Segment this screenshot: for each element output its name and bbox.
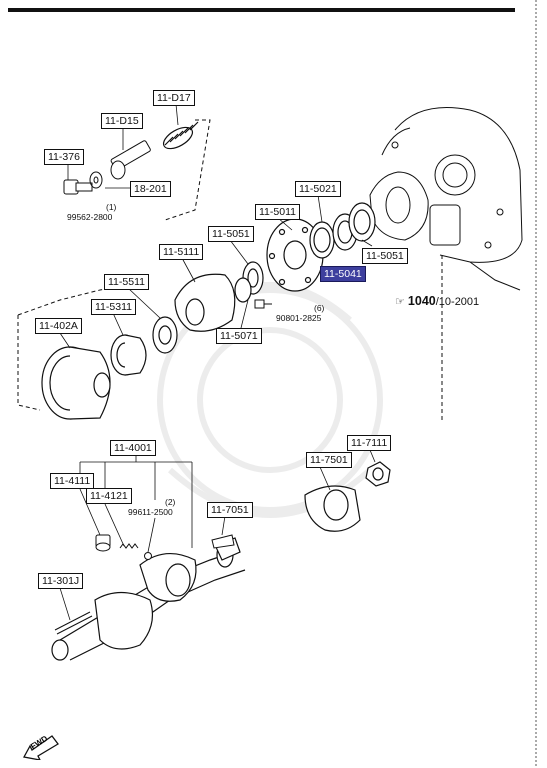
label-11-5041-highlighted[interactable]: 11-5041 bbox=[320, 266, 366, 282]
label-18-201[interactable]: 18-201 bbox=[130, 181, 171, 197]
label-11-5111[interactable]: 11-5111 bbox=[159, 244, 204, 260]
drive-dash-box bbox=[164, 119, 211, 221]
label-11-4001[interactable]: 11-4001 bbox=[110, 440, 156, 456]
crankshaft bbox=[51, 537, 246, 661]
label-11-d15[interactable]: 11-D15 bbox=[101, 113, 143, 129]
part-99562-2800: 99562-2800 bbox=[67, 212, 113, 222]
counterweight-7501 bbox=[304, 485, 361, 532]
label-11-4111[interactable]: 11-4111 bbox=[50, 473, 95, 489]
top-rule bbox=[8, 8, 515, 12]
gear-5511 bbox=[152, 316, 178, 354]
qty-note-1: (1) bbox=[106, 202, 117, 212]
label-11-4121[interactable]: 11-4121 bbox=[86, 488, 132, 504]
label-11-d17[interactable]: 11-D17 bbox=[153, 90, 195, 106]
washer bbox=[89, 171, 103, 189]
label-11-5051-right[interactable]: 11-5051 bbox=[362, 248, 408, 264]
weight-5111 bbox=[174, 273, 236, 332]
qty-note-2: (2) bbox=[165, 497, 176, 507]
ref-date: /10-2001 bbox=[435, 296, 480, 308]
key-7051 bbox=[211, 534, 235, 549]
label-11-301j[interactable]: 11-301J bbox=[38, 573, 84, 589]
label-11-5311[interactable]: 11-5311 bbox=[91, 299, 136, 315]
label-11-7111[interactable]: 11-7111 bbox=[347, 435, 392, 451]
qty-note-6: (6) bbox=[314, 303, 325, 313]
label-11-5071[interactable]: 11-5071 bbox=[216, 328, 262, 344]
part-99611-2500: 99611-2500 bbox=[128, 507, 173, 517]
spring-d17 bbox=[162, 121, 199, 150]
spacer-5071 bbox=[234, 277, 252, 303]
shaft-d15 bbox=[110, 140, 151, 180]
label-11-7051[interactable]: 11-7051 bbox=[207, 502, 253, 518]
spring-4121 bbox=[119, 543, 139, 549]
label-11-376[interactable]: 11-376 bbox=[44, 149, 84, 165]
pin-301j bbox=[54, 611, 93, 635]
label-11-5511[interactable]: 11-5511 bbox=[104, 274, 149, 290]
label-11-402a[interactable]: 11-402A bbox=[35, 318, 82, 334]
label-11-5011[interactable]: 11-5011 bbox=[255, 204, 300, 220]
fwd-arrow-icon bbox=[23, 735, 59, 760]
bolt-90801 bbox=[254, 299, 272, 309]
part-90801-2825: 90801-2825 bbox=[276, 313, 322, 323]
bearing-5051b bbox=[348, 202, 376, 242]
ring-5021 bbox=[309, 221, 335, 259]
pulley-5311 bbox=[110, 334, 147, 376]
ball bbox=[144, 552, 152, 560]
label-11-5051-left[interactable]: 11-5051 bbox=[208, 226, 254, 242]
label-11-5021[interactable]: 11-5021 bbox=[295, 181, 341, 197]
plate-5011 bbox=[266, 218, 324, 292]
leader-lines bbox=[59, 103, 376, 621]
engine-block bbox=[369, 107, 523, 291]
page-reference[interactable]: ☞ 1040/10-2001 bbox=[395, 294, 480, 308]
bolt-376 bbox=[63, 179, 93, 195]
ref-page: 1040 bbox=[407, 294, 436, 308]
pulley-402a bbox=[41, 346, 111, 420]
label-11-7501[interactable]: 11-7501 bbox=[306, 452, 352, 468]
nut-7111 bbox=[365, 461, 391, 487]
plug-4111 bbox=[95, 534, 111, 552]
